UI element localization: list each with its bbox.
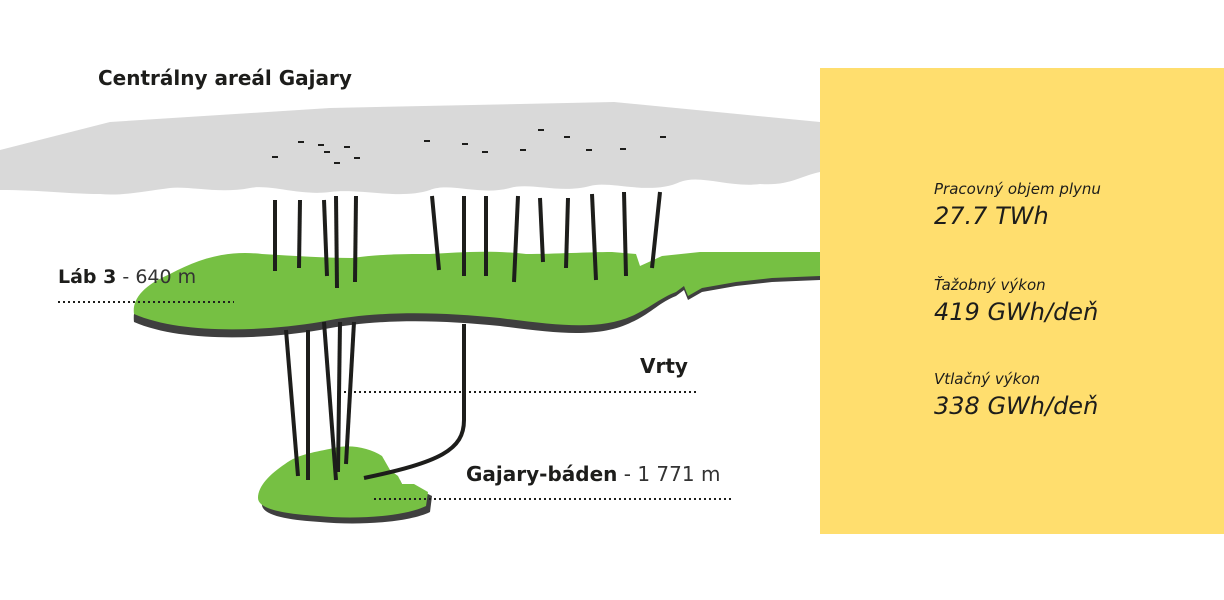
upper-reservoir-body (133, 251, 821, 330)
wells-label: Vrty (640, 354, 688, 378)
lower-layer-separator: - (617, 462, 638, 486)
stat-value-injection: 338 GWh/deň (934, 392, 1099, 420)
upper-layer-depth: 640 m (135, 266, 197, 288)
diagram-title: Centrálny areál Gajary (98, 66, 352, 90)
stats-panel: Pracovný objem plynu 27.7 TWh Ťažobný vý… (820, 68, 1224, 534)
upper-layer-label: Láb 3 - 640 m (58, 266, 196, 288)
stat-value-withdrawal: 419 GWh/deň (934, 298, 1099, 326)
surface-area (0, 102, 820, 195)
stat-value-volume: 27.7 TWh (934, 202, 1049, 230)
stat-label-withdrawal: Ťažobný výkon (934, 276, 1046, 294)
leader-lines (58, 301, 732, 500)
wells-upper (273, 191, 662, 289)
upper-layer-separator: - (116, 266, 136, 288)
upper-reservoir (133, 251, 821, 338)
lower-reservoir-body (258, 446, 428, 518)
stat-label-injection: Vtlačný výkon (934, 370, 1041, 388)
lower-layer-name: Gajary-báden (466, 462, 618, 486)
well-heads (272, 129, 666, 164)
lower-layer-depth: 1 771 m (637, 462, 721, 486)
stat-label-volume: Pracovný objem plynu (934, 180, 1101, 198)
wells-lower (284, 321, 466, 481)
lower-layer-label: Gajary-báden - 1 771 m (466, 462, 720, 486)
upper-layer-name: Láb 3 (58, 266, 117, 288)
